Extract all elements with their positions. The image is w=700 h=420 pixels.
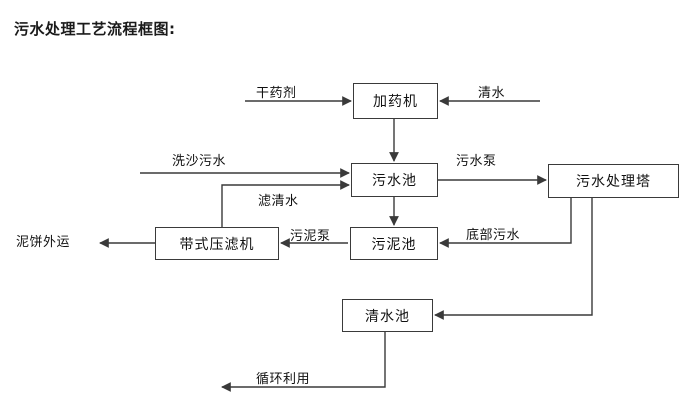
node-label: 污水处理塔 xyxy=(576,174,651,190)
edge-tower-to-clear-water-pool xyxy=(434,198,593,320)
edge-label-filtered-water: 滤清水 xyxy=(258,194,299,209)
node-label: 清水池 xyxy=(365,308,410,325)
node-label: 带式压滤机 xyxy=(179,236,255,253)
edge-clear-water-pool-to-reuse xyxy=(221,332,386,392)
node-belt-filter-press[interactable]: 带式压滤机 xyxy=(155,227,279,260)
edge-label-mud-cake-transport: 泥饼外运 xyxy=(16,235,71,250)
edge-label-clean-water: 清水 xyxy=(478,86,506,101)
node-label: 污水池 xyxy=(372,173,417,189)
node-treatment-tower[interactable]: 污水处理塔 xyxy=(548,164,679,198)
page-title: 污水处理工艺流程框图: xyxy=(14,20,176,38)
node-label: 污泥池 xyxy=(371,236,417,253)
node-clear-water-pool[interactable]: 清水池 xyxy=(342,299,433,332)
edge-label-sludge-pump: 污泥泵 xyxy=(290,229,331,244)
edge-filtered-water-to-wastewater-pool xyxy=(221,180,350,227)
edge-label-recycling-reuse: 循环利用 xyxy=(256,372,311,387)
node-wastewater-pool[interactable]: 污水池 xyxy=(351,163,438,197)
node-sludge-pool[interactable]: 污泥池 xyxy=(350,227,438,260)
edge-label-sand-wash-wastewater: 洗沙污水 xyxy=(172,154,227,169)
node-dosing-machine[interactable]: 加药机 xyxy=(353,83,438,119)
edge-label-bottom-sewage: 底部污水 xyxy=(466,228,521,243)
edge-label-dry-chemical: 干药剂 xyxy=(256,86,297,101)
node-label: 加药机 xyxy=(373,94,418,110)
edge-tower-to-sludge-pool xyxy=(439,198,572,248)
edge-label-wastewater-pump: 污水泵 xyxy=(456,154,497,169)
